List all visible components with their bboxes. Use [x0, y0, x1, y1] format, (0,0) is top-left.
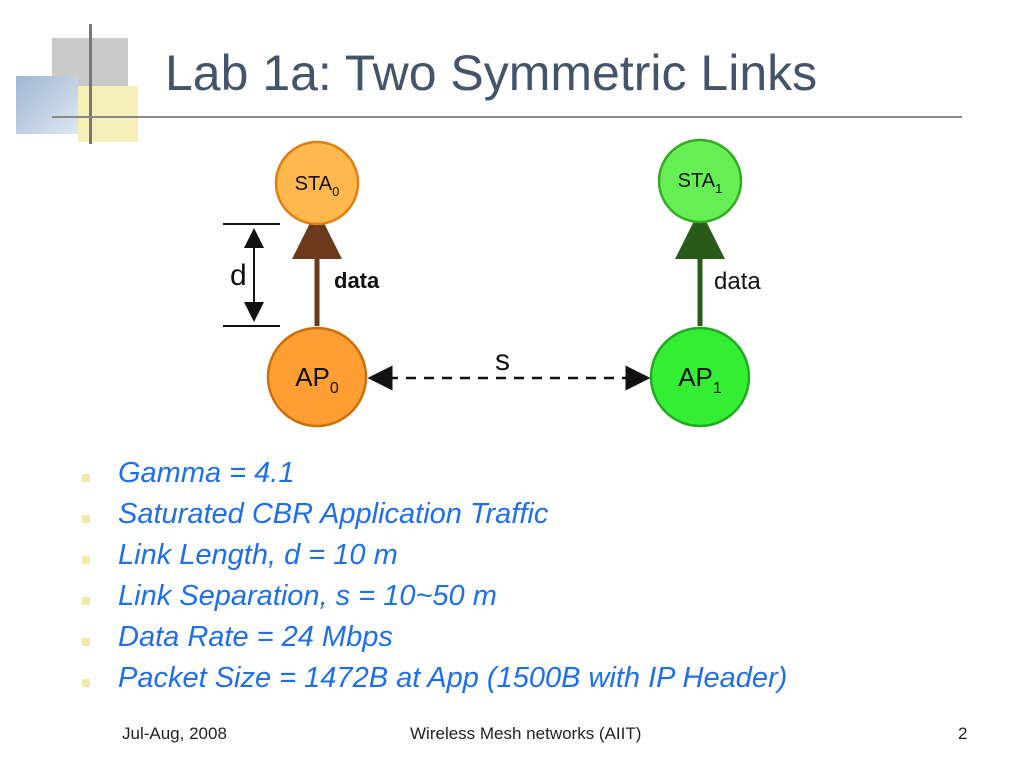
- bullet-text: Link Length, d = 10 m: [118, 539, 398, 571]
- list-item: Link Separation, s = 10~50 m: [80, 580, 787, 621]
- bullet-text: Gamma = 4.1: [118, 457, 295, 489]
- ap0-node: AP0: [266, 326, 368, 428]
- bullet-text: Packet Size = 1472B at App (1500B with I…: [118, 662, 788, 694]
- decor-square-yellow: [78, 86, 138, 142]
- separation-label: s: [495, 344, 510, 377]
- link0-data-label: data: [334, 268, 380, 293]
- sta0-subscript: 0: [332, 184, 339, 199]
- link1-data-label: data: [714, 268, 761, 295]
- list-item: Gamma = 4.1: [80, 457, 787, 498]
- sta1-label: STA: [678, 170, 716, 192]
- bullet-square-icon: [82, 474, 90, 482]
- bullet-square-icon: [82, 597, 90, 605]
- bullet-text: Link Separation, s = 10~50 m: [118, 580, 497, 612]
- list-item: Saturated CBR Application Traffic: [80, 498, 787, 539]
- svg-text:AP0: AP0: [295, 362, 339, 397]
- list-item: Link Length, d = 10 m: [80, 539, 787, 580]
- parameter-list: Gamma = 4.1 Saturated CBR Application Tr…: [80, 457, 787, 703]
- footer-title: Wireless Mesh networks (AIIT): [410, 724, 642, 743]
- title-underline: [52, 116, 962, 118]
- ap1-label: AP: [678, 362, 713, 392]
- bullet-square-icon: [82, 556, 90, 564]
- footer-date: Jul-Aug, 2008: [122, 724, 227, 743]
- page-number: 2: [958, 724, 968, 743]
- bullet-square-icon: [82, 515, 90, 523]
- sta1-node: STA1: [657, 138, 743, 224]
- list-item: Data Rate = 24 Mbps: [80, 621, 787, 662]
- distance-label: d: [230, 259, 247, 292]
- sta0-node: STA0: [274, 140, 360, 226]
- bullet-text: Saturated CBR Application Traffic: [118, 498, 549, 530]
- ap1-node: AP1: [649, 326, 751, 428]
- sta0-label: STA: [295, 173, 333, 195]
- decor-vertical-line: [89, 24, 92, 144]
- ap1-subscript: 1: [713, 380, 722, 397]
- bullet-square-icon: [82, 638, 90, 646]
- slide-title: Lab 1a: Two Symmetric Links: [165, 45, 818, 101]
- sta1-subscript: 1: [715, 181, 722, 196]
- bullet-square-icon: [82, 679, 90, 687]
- svg-text:STA1: STA1: [678, 170, 723, 196]
- svg-text:STA0: STA0: [295, 173, 340, 199]
- network-diagram: d data data s STA0 STA1 AP0 AP1: [223, 138, 761, 428]
- bullet-text: Data Rate = 24 Mbps: [118, 621, 393, 653]
- svg-text:AP1: AP1: [678, 362, 722, 397]
- ap0-subscript: 0: [330, 380, 339, 397]
- decor-square-blue: [16, 76, 78, 134]
- list-item: Packet Size = 1472B at App (1500B with I…: [80, 662, 787, 703]
- ap0-label: AP: [295, 362, 330, 392]
